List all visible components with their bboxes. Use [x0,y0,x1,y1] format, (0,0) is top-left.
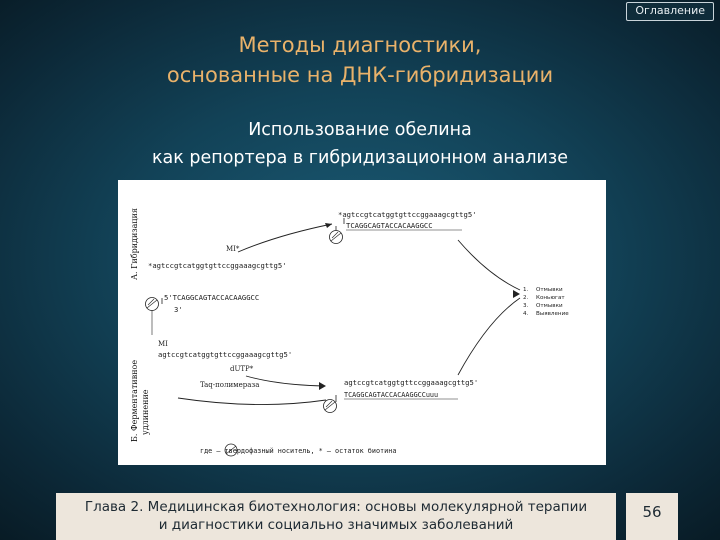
step-2: 2. [523,295,529,301]
step-4-label: Выявление [536,311,569,317]
target-a-seq: 5'TCAGGCAGTACCACAAGGCC [164,293,259,302]
step-2-label: Коньюгат [536,295,565,301]
page-number: 56 [626,493,678,540]
probe-top-seq: *agtccgtcatggtgttccggaaagcgttg5' [338,210,476,219]
legend-text: где — твердофазный носитель, * — остаток… [200,447,396,455]
hybridization-figure: А. Гибридизация Б. Ферментативное удлине… [118,180,606,465]
subtitle-line-2: как репортера в гибридизационном анализе [151,148,568,168]
dutp-label: dUTP* [230,365,254,373]
product-b-seq: agtccgtcatggtgttccggaaagcgttg5' [344,378,478,387]
footer-band [56,493,616,540]
section-a-label: А. Гибридизация [130,208,139,280]
target-a-suffix: 3' [174,305,183,314]
step-1: 1. [523,287,529,293]
section-b-label: Б. Ферментативное [130,360,139,442]
title-line-2: основанные на ДНК-гибридизации [166,63,554,87]
step-4: 4. [523,311,529,317]
toc-button[interactable]: Оглавление [626,2,714,21]
ml-label-1: MI* [226,245,240,253]
taq-label: Taq-полимераза [200,381,259,389]
subtitle-line-1: Использование обелина [248,120,472,140]
slide-title: Методы диагностики, основанные на ДНК-ги… [0,30,720,90]
title-line-1: Методы диагностики, [238,33,482,57]
product-b-bottom: TCAGGCAGTACCACAAGGCCuuu [344,391,438,399]
slide-subtitle: Использование обелина как репортера в ги… [0,116,720,172]
primer-b-seq: agtccgtcatggtgttccggaaagcgttg5' [158,350,292,359]
figure-svg: А. Гибридизация Б. Ферментативное удлине… [130,208,569,457]
section-b-label-2: удлинение [141,389,150,435]
ml-label-2: MI [158,340,168,348]
footer-text: Глава 2. Медицинская биотехнология: осно… [56,498,616,534]
step-3-label: Отмывки [536,303,563,309]
step-3: 3. [523,303,529,309]
step-1-label: Отмывки [536,287,563,293]
footer-line-2: и диагностики социально значимых заболев… [158,517,514,533]
probe-mid-seq: *agtccgtcatggtgttccggaaagcgttg5' [148,261,286,270]
target-top-seq: TCAGGCAGTACCACAAGGCC [346,221,433,230]
footer-line-1: Глава 2. Медицинская биотехнология: осно… [84,499,588,515]
